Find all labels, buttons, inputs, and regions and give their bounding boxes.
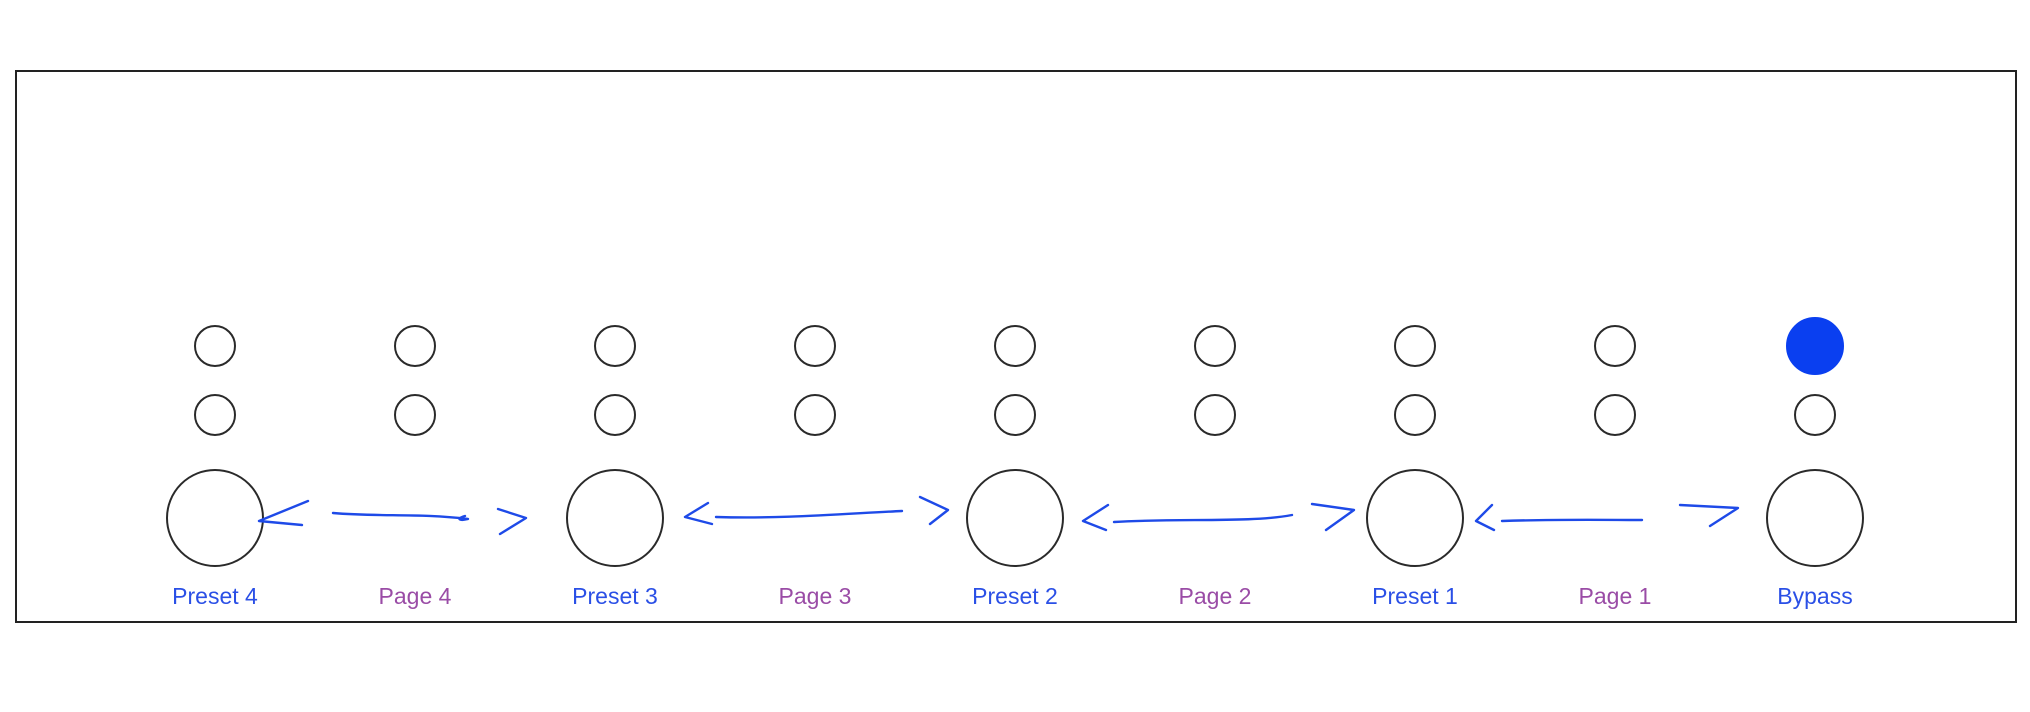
led-bottom-bypass <box>1794 394 1836 436</box>
led-top-page-4 <box>394 325 436 367</box>
led-top-preset-3 <box>594 325 636 367</box>
led-bottom-page-1 <box>1594 394 1636 436</box>
led-bottom-page-4 <box>394 394 436 436</box>
led-top-page-2 <box>1194 325 1236 367</box>
panel-outline <box>15 70 2017 623</box>
label-preset-1: Preset 1 <box>1372 583 1458 609</box>
label-page-4: Page 4 <box>379 583 452 609</box>
label-page-2: Page 2 <box>1179 583 1252 609</box>
label-preset-4: Preset 4 <box>172 583 258 609</box>
led-top-preset-4 <box>194 325 236 367</box>
label-preset-3: Preset 3 <box>572 583 658 609</box>
footswitch-preset-2[interactable] <box>966 469 1064 567</box>
footswitch-bypass[interactable] <box>1766 469 1864 567</box>
led-top-page-1 <box>1594 325 1636 367</box>
arrow-page-2 <box>1081 502 1356 532</box>
footswitch-preset-3[interactable] <box>566 469 664 567</box>
led-top-bypass <box>1786 317 1844 375</box>
arrow-page-1 <box>1474 503 1740 532</box>
label-page-3: Page 3 <box>779 583 852 609</box>
led-bottom-page-2 <box>1194 394 1236 436</box>
led-bottom-preset-2 <box>994 394 1036 436</box>
led-bottom-preset-3 <box>594 394 636 436</box>
led-bottom-preset-4 <box>194 394 236 436</box>
led-bottom-preset-1 <box>1394 394 1436 436</box>
footswitch-preset-4[interactable] <box>166 469 264 567</box>
led-top-preset-2 <box>994 325 1036 367</box>
arrow-page-3 <box>683 495 950 526</box>
led-bottom-page-3 <box>794 394 836 436</box>
label-bypass: Bypass <box>1777 583 1852 609</box>
led-top-preset-1 <box>1394 325 1436 367</box>
footswitch-preset-1[interactable] <box>1366 469 1464 567</box>
label-page-1: Page 1 <box>1579 583 1652 609</box>
label-preset-2: Preset 2 <box>972 583 1058 609</box>
arrow-page-4 <box>257 499 528 536</box>
led-top-page-3 <box>794 325 836 367</box>
